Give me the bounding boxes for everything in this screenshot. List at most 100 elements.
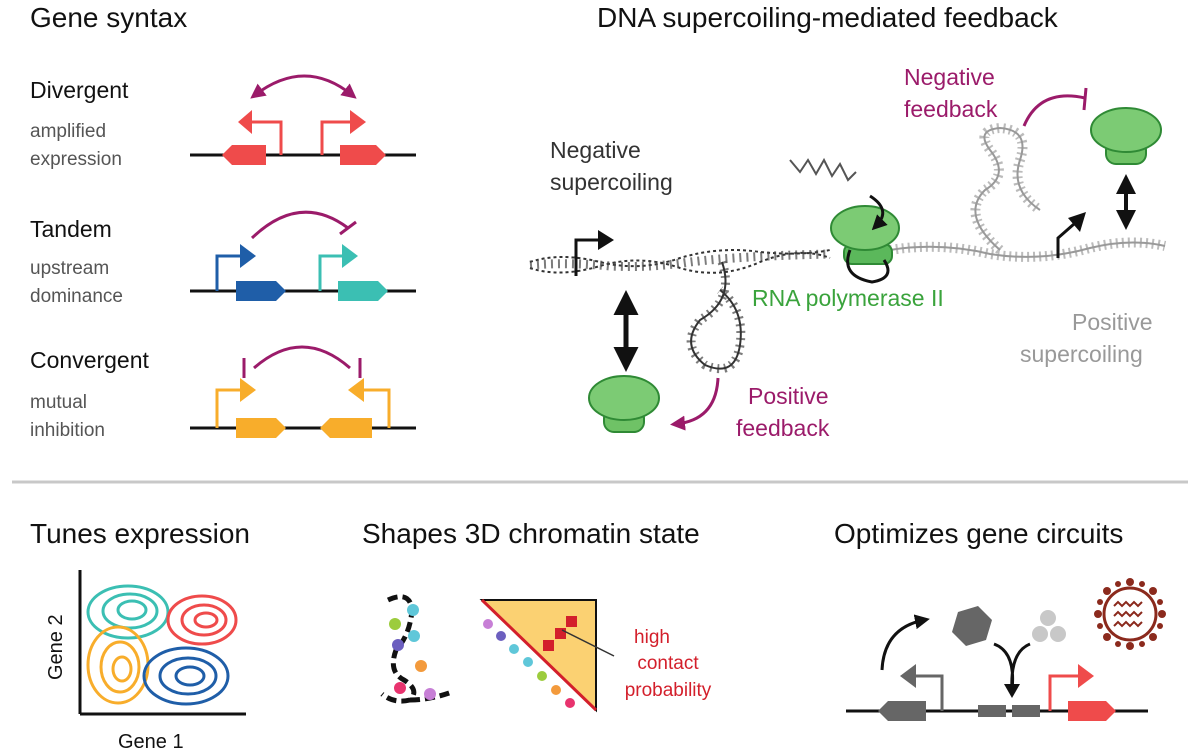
positive-supercoiling-line2: supercoiling: [1020, 341, 1143, 367]
contact-cell: [566, 616, 577, 627]
positive-feedback-arrow: [670, 377, 720, 431]
tandem-desc-line2: dominance: [30, 286, 123, 307]
positive-supercoiled-dna: [889, 122, 1167, 262]
promoter-arrowhead-teal: [342, 244, 358, 268]
negative-supercoiled-dna: [529, 249, 831, 374]
operator-site: [1012, 705, 1040, 717]
positive-feedback-line2: feedback: [736, 415, 830, 441]
divergent-diagram: [190, 74, 416, 165]
gene-upstream-blue: [236, 281, 286, 301]
divergent-label: Divergent: [30, 77, 129, 103]
contact-map: high contact probability: [479, 598, 712, 713]
contact-note-line2: contact: [637, 653, 699, 674]
inhibition-bar: [339, 220, 357, 236]
promoter-arrow-gray: [916, 674, 944, 711]
promoter-arrow-left: [215, 388, 240, 428]
promoter-arrowhead-right: [350, 110, 366, 134]
locus-dot: [407, 604, 419, 616]
tss-arrowhead-left: [598, 230, 614, 250]
locus-dot: [509, 644, 519, 654]
promoter-arrow-teal: [318, 254, 342, 291]
inducer-molecule: [1040, 610, 1056, 626]
gene-left-red: [222, 145, 266, 165]
promoter-arrow-left: [250, 120, 283, 155]
chromatin-state-heading: Shapes 3D chromatin state: [362, 518, 700, 549]
binding-arrowhead: [1004, 684, 1020, 698]
tandem-diagram: [190, 210, 416, 301]
virus-icon: [1094, 578, 1166, 650]
contour-red: [166, 594, 238, 646]
rna-polymerase-free-right: [1090, 107, 1162, 165]
nascent-rna: [789, 157, 857, 182]
mutual-amplification-arrow: [250, 74, 357, 99]
rna-polymerase-free-left: [588, 375, 660, 433]
locus-dot: [523, 657, 533, 667]
promoter-arrow-blue: [215, 254, 240, 291]
negative-supercoiling-line1: Negative: [550, 137, 641, 163]
locus-dot: [551, 685, 561, 695]
tss-arrow-left: [574, 238, 598, 276]
negative-feedback-arrow: [1022, 94, 1086, 127]
tandem-label: Tandem: [30, 216, 112, 242]
locus-dot: [394, 682, 406, 694]
promoter-arrowhead-blue: [240, 244, 256, 268]
chromatin-fiber: [380, 594, 453, 704]
gene-right-red: [340, 145, 386, 165]
tss-arrow-right: [1056, 222, 1075, 258]
gene-circuit-diagram: [846, 578, 1166, 721]
positive-feedback-line1: Positive: [748, 383, 829, 409]
gene-left-orange: [236, 418, 286, 438]
negative-feedback-bar: [1082, 87, 1088, 111]
gene-syntax-heading: Gene syntax: [30, 2, 187, 33]
contact-note-line3: probability: [625, 680, 712, 701]
contour-blue: [142, 646, 230, 706]
gene-red: [1068, 701, 1116, 721]
convergent-desc-line1: mutual: [30, 392, 87, 413]
contact-note-line1: high: [634, 627, 670, 648]
negative-feedback-line1: Negative: [904, 64, 995, 90]
contour-teal: [86, 584, 170, 640]
locus-dot: [496, 631, 506, 641]
locus-dot: [392, 639, 404, 651]
gene-downstream-teal: [338, 281, 388, 301]
contact-map-diagonal: [480, 598, 598, 712]
operator-site: [978, 705, 1006, 717]
tss-arrowhead-right: [1068, 212, 1086, 232]
protein-hexagon: [952, 606, 992, 646]
convergent-label: Convergent: [30, 347, 150, 373]
expression-contour-plot: Gene 1 Gene 2: [45, 570, 246, 753]
gene-circuits-heading: Optimizes gene circuits: [834, 518, 1123, 549]
mutual-inhibition-arc: [253, 345, 351, 370]
negative-supercoiling-line2: supercoiling: [550, 169, 673, 195]
expression-arrow: [880, 614, 930, 671]
negative-feedback-line2: feedback: [904, 96, 998, 122]
gene-right-orange: [320, 418, 372, 438]
convergent-diagram: [190, 345, 416, 438]
positive-supercoiling-line1: Positive: [1072, 309, 1153, 335]
tandem-desc-line1: upstream: [30, 258, 109, 279]
x-axis-label: Gene 1: [118, 731, 184, 753]
supercoiling-panel: Negative supercoiling Negative feedback …: [529, 64, 1167, 441]
promoter-arrow-right: [320, 120, 352, 155]
promoter-arrow-red: [1048, 674, 1078, 711]
divergent-desc-line2: expression: [30, 149, 122, 170]
promoter-arrowhead-red: [1078, 664, 1094, 688]
contact-cell: [555, 628, 566, 639]
promoter-arrowhead-left: [240, 378, 256, 402]
promoter-arrowhead-right: [348, 378, 364, 402]
callout-line: [561, 629, 615, 657]
y-axis-label: Gene 2: [45, 614, 67, 680]
divergent-desc-line1: amplified: [30, 121, 106, 142]
feedback-heading: DNA supercoiling-mediated feedback: [597, 2, 1059, 33]
inhibition-arc: [250, 210, 349, 240]
locus-dot: [565, 698, 575, 708]
contact-cell: [543, 640, 554, 651]
locus-dot: [415, 660, 427, 672]
locus-dot: [537, 671, 547, 681]
promoter-arrowhead-left: [238, 110, 252, 134]
gene-gray: [878, 701, 926, 721]
inducer-molecule: [1032, 626, 1048, 642]
promoter-arrow-right: [364, 388, 391, 428]
convergent-desc-line2: inhibition: [30, 420, 105, 441]
